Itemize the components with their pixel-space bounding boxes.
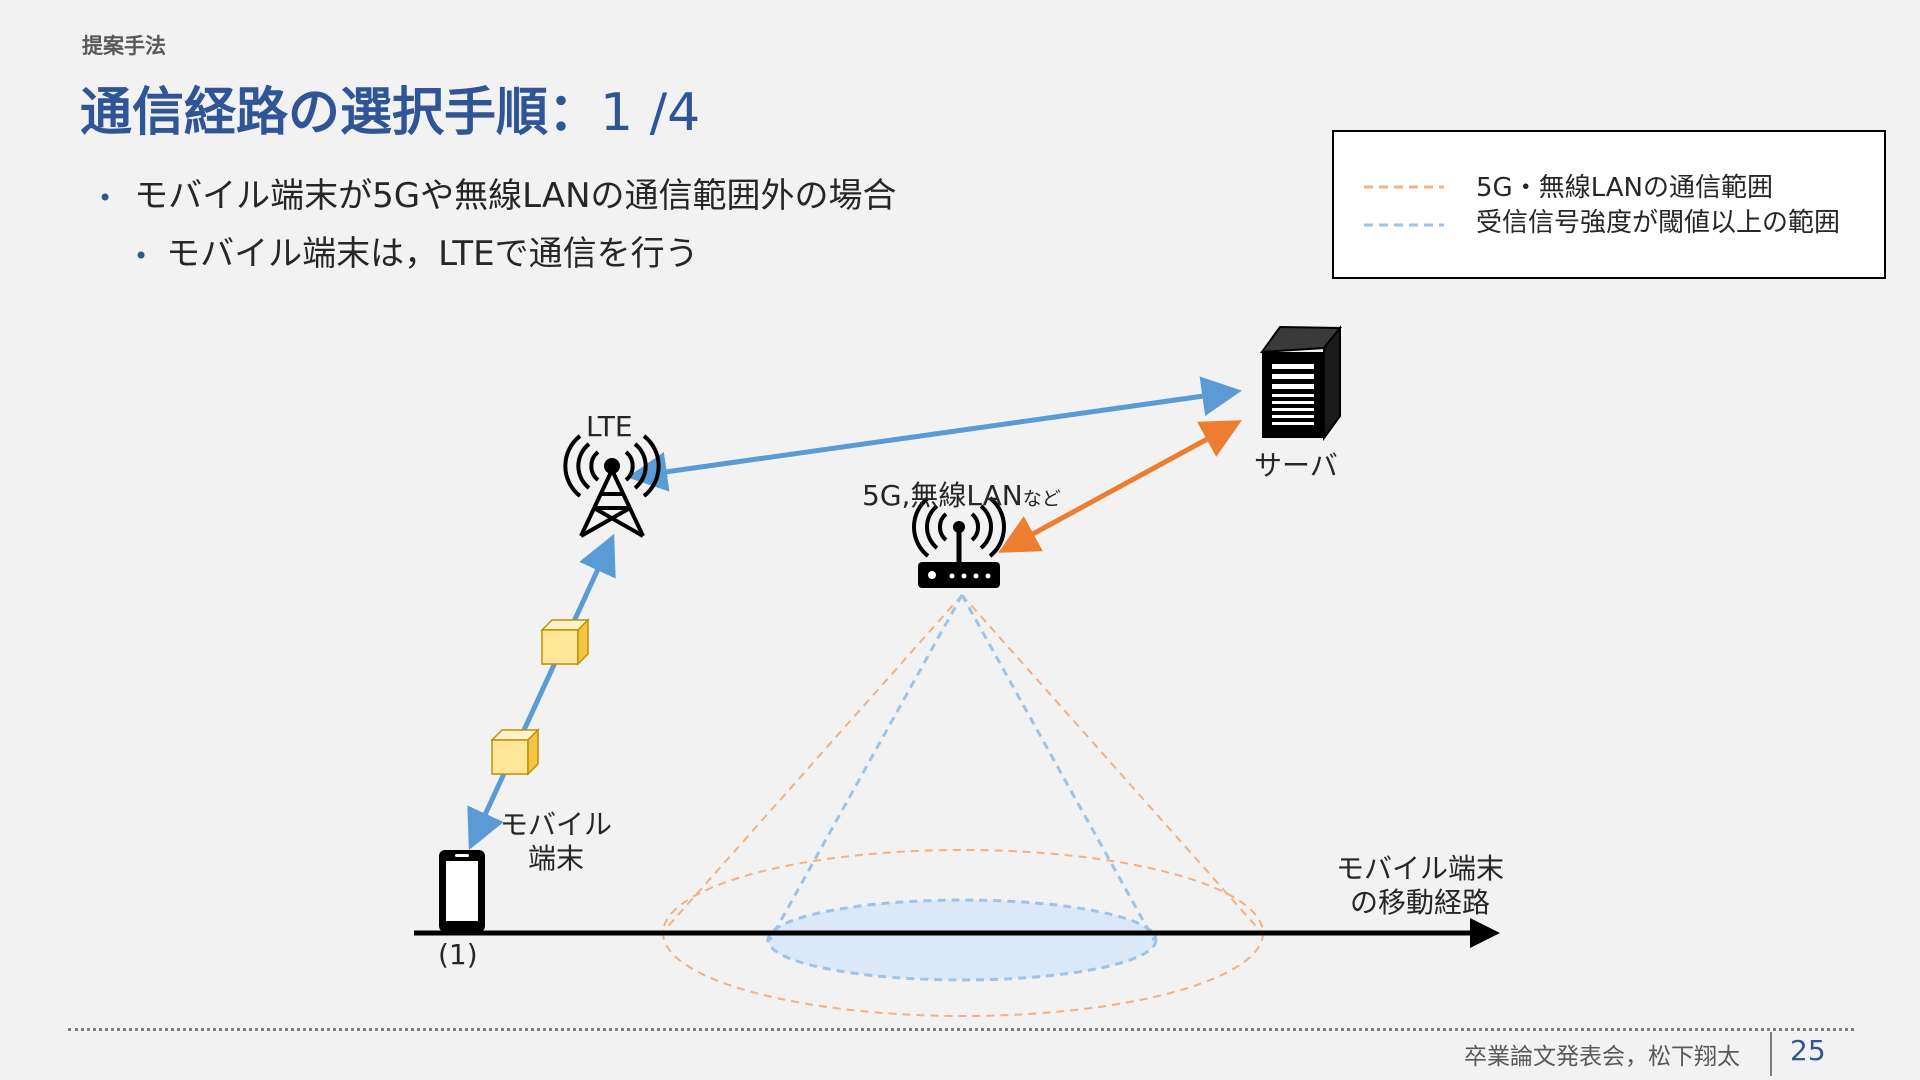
slide-title-text: 通信経路の選択手順： [80,83,601,143]
legend-label-threshold: 受信信号強度が閾値以上の範囲 [1476,208,1841,238]
legend-box: 5G・無線LANの通信範囲 受信信号強度が閾値以上の範囲 [1332,130,1886,279]
legend-orange-dash-icon [1364,185,1444,189]
bullet-subitem: • モバイル端末は，LTEで通信を行う [134,226,699,275]
bullet-item: • モバイル端末が5Gや無線LANの通信範囲外の場合 [98,168,897,217]
lte-label: LTE [586,410,633,443]
mobile-label-line1: モバイル [500,808,613,841]
slide-title-step: 1 /4 [600,83,701,143]
mobile-label: モバイル端末 [500,808,612,876]
packet-icon [490,728,540,776]
lte-server-link [627,376,1242,492]
ap-server-link [998,420,1242,553]
position-label: (1) [438,938,478,971]
server-label: サーバ [1254,449,1338,482]
path-label: モバイル端末の移動経路 [1336,852,1504,920]
lte-tower-icon [563,434,661,538]
ap-label-main: 5G,無線LAN [862,479,1023,512]
slide-title: 通信経路の選択手順：1 /4 [80,70,700,145]
footer-separator [1770,1032,1772,1076]
signal-threshold-area [766,594,1158,982]
router-icon [911,496,1007,588]
footer-author: 卒業論文発表会，松下翔太 [1464,1044,1740,1070]
path-label-line1: モバイル端末 [1336,852,1505,885]
bullet-dot: • [98,183,113,212]
legend-label-coverage: 5G・無線LANの通信範囲 [1476,173,1774,203]
footer-divider [68,1028,1854,1031]
mobile-lte-link [467,533,616,851]
page-number: 25 [1790,1034,1826,1067]
packet-icon [540,618,590,666]
ap-label-suffix: など [1022,488,1061,510]
bullet-text: モバイル端末が5Gや無線LANの通信範囲外の場合 [134,176,897,216]
bullet-dot: • [134,241,149,270]
section-label: 提案手法 [82,34,166,58]
path-label-line2: の移動経路 [1350,886,1491,919]
server-icon [1259,325,1343,442]
ap-label: 5G,無線LANなど [862,474,1061,514]
mobile-phone-icon [439,850,485,932]
mobile-label-line2: 端末 [528,842,585,875]
bullet-text: モバイル端末は，LTEで通信を行う [166,234,699,274]
legend-blue-dash-icon [1364,223,1444,227]
